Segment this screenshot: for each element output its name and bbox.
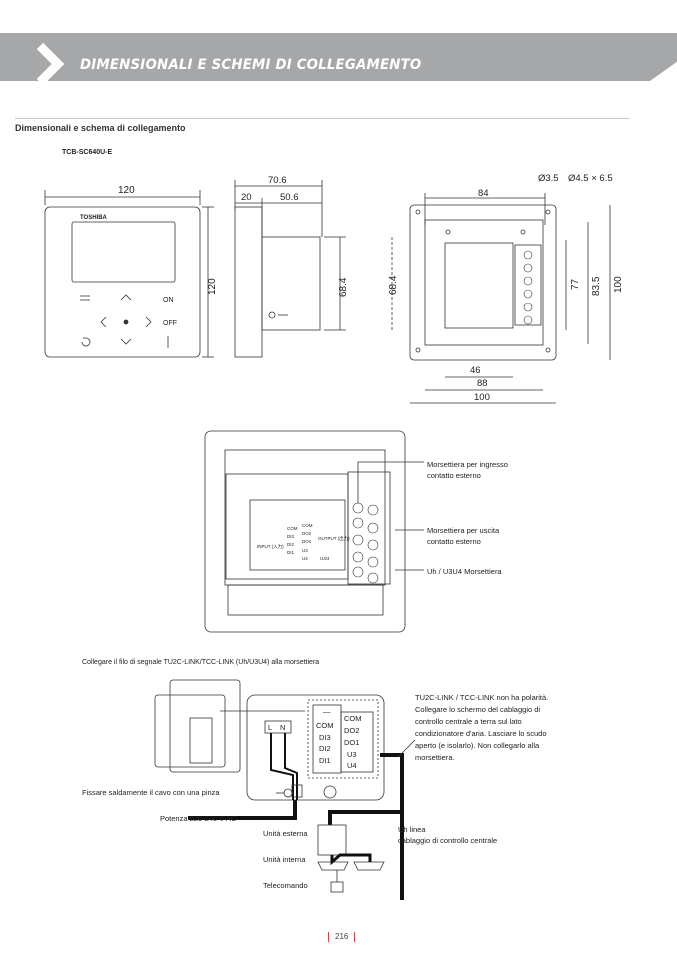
back-w100-dim: 100 <box>474 392 490 403</box>
back-top-dim: 84 <box>478 188 489 199</box>
divider <box>15 118 630 119</box>
output-label: OUTPUT (出力) <box>318 535 350 542</box>
drawing-label: U3 <box>302 548 308 553</box>
back-view-drawing: Ø3.5 Ø4.5 × 6.5 84 68.4 77 83.5 100 46 8… <box>388 173 624 404</box>
hole-b-dim: Ø4.5 × 6.5 <box>568 173 613 184</box>
outdoor-unit-label: Unità esterna <box>263 829 308 838</box>
drawing-label: DO2 <box>302 531 312 536</box>
drawing-label: DI3 <box>319 733 331 742</box>
drawing-label: DO1 <box>344 738 359 747</box>
front-height-dim: 120 <box>207 278 218 295</box>
input-label: INPUT (入力) <box>257 543 284 550</box>
u34-label: U3/4 <box>320 556 330 561</box>
back-h83-dim: 83.5 <box>591 276 602 296</box>
back-h77-dim: 77 <box>570 278 581 290</box>
drawing-label: cablaggio di controllo centrale <box>398 836 497 845</box>
drawing-label: morsettiera. <box>415 753 455 762</box>
drawing-label: contatto esterno <box>427 471 481 480</box>
off-button-label: OFF <box>163 320 177 327</box>
drawing-label: 216 <box>335 932 349 942</box>
front-width-dim: 120 <box>118 185 135 196</box>
label-input: Morsettiera per ingresso <box>427 460 508 469</box>
drawing-label: Collegare lo schermo del cablaggio di <box>415 705 540 714</box>
on-button-label: ON <box>163 297 174 304</box>
hole-a-dim: Ø3.5 <box>538 173 559 184</box>
model-label: TCB-SC640U-E <box>62 149 113 156</box>
page-number: 216 <box>322 932 361 942</box>
wiring-diagram: Collegare il filo di segnale TU2C-LINK/T… <box>82 659 548 900</box>
side-depth-b-dim: 50.6 <box>280 192 299 203</box>
drawing-label: U4 <box>302 556 308 561</box>
header-band <box>0 33 677 81</box>
drawing-label: COM <box>344 714 362 723</box>
drawing-label: DI1 <box>287 550 295 555</box>
back-h100-dim: 100 <box>613 276 624 293</box>
drawing-label: DI2 <box>287 542 295 547</box>
drawing-label: U4 <box>347 761 357 770</box>
drawing-label: DO2 <box>344 726 359 735</box>
side-view-drawing: 70.6 20 50.6 68.4 <box>234 175 349 358</box>
brand-logo: TOSHIBA <box>80 215 108 221</box>
drawing-label: U3 <box>347 750 357 759</box>
section-subtitle: Dimensionali e schema di collegamento <box>15 123 186 133</box>
drawing-label: COM <box>316 721 334 730</box>
terminal-view-drawing: INPUT (入力) OUTPUT (出力) U3/4 COM DI3 DI2DI… <box>204 430 508 633</box>
drawing-label: L <box>268 723 272 732</box>
page-title: DIMENSIONALI E SCHEMI DI COLLEGAMENTO <box>80 57 422 73</box>
drawing-label: DI3 <box>287 534 295 539</box>
drawing-label: DI2 <box>319 744 331 753</box>
power-label: Potenza 220-240 V AC <box>160 814 237 823</box>
drawing-label: — <box>323 707 331 716</box>
label-uh: Uh / U3U4 Morsettiera <box>427 567 502 576</box>
back-w46-dim: 46 <box>470 365 481 376</box>
label-output: Morsettiera per uscita <box>427 526 500 535</box>
back-left-dim: 68.4 <box>388 275 399 295</box>
drawing-label: controllo centrale a terra sul lato <box>415 717 522 726</box>
side-depth-dim: 70.6 <box>268 175 287 186</box>
drawing-label: aperto (e isolarlo). Non collegarlo alla <box>415 741 540 750</box>
drawing-label: N <box>280 723 285 732</box>
polarity-note: TU2C-LINK / TCC-LINK non ha polarità. <box>415 693 548 702</box>
side-height-dim: 68.4 <box>338 277 349 297</box>
drawing-label: condizionatore d'aria. Lasciare lo scudo <box>415 729 547 738</box>
side-depth-a-dim: 20 <box>241 192 252 203</box>
indoor-unit-label: Unità interna <box>263 855 306 864</box>
uh-line-label: Uh linea <box>398 825 426 834</box>
back-w88-dim: 88 <box>477 378 488 389</box>
clamp-label: Fissare saldamente il cavo con una pinza <box>82 788 220 797</box>
drawing-label: DO1 <box>302 539 312 544</box>
drawing-label: DI1 <box>319 756 331 765</box>
front-view-drawing: 120 TOSHIBA ON OFF 120 <box>44 185 218 358</box>
drawing-label: COM <box>302 523 313 528</box>
wiring-caption: Collegare il filo di segnale TU2C-LINK/T… <box>82 659 319 666</box>
remote-label: Telecomando <box>263 881 308 890</box>
drawing-label: COM <box>287 526 298 531</box>
drawing-label: contatto esterno <box>427 537 481 546</box>
